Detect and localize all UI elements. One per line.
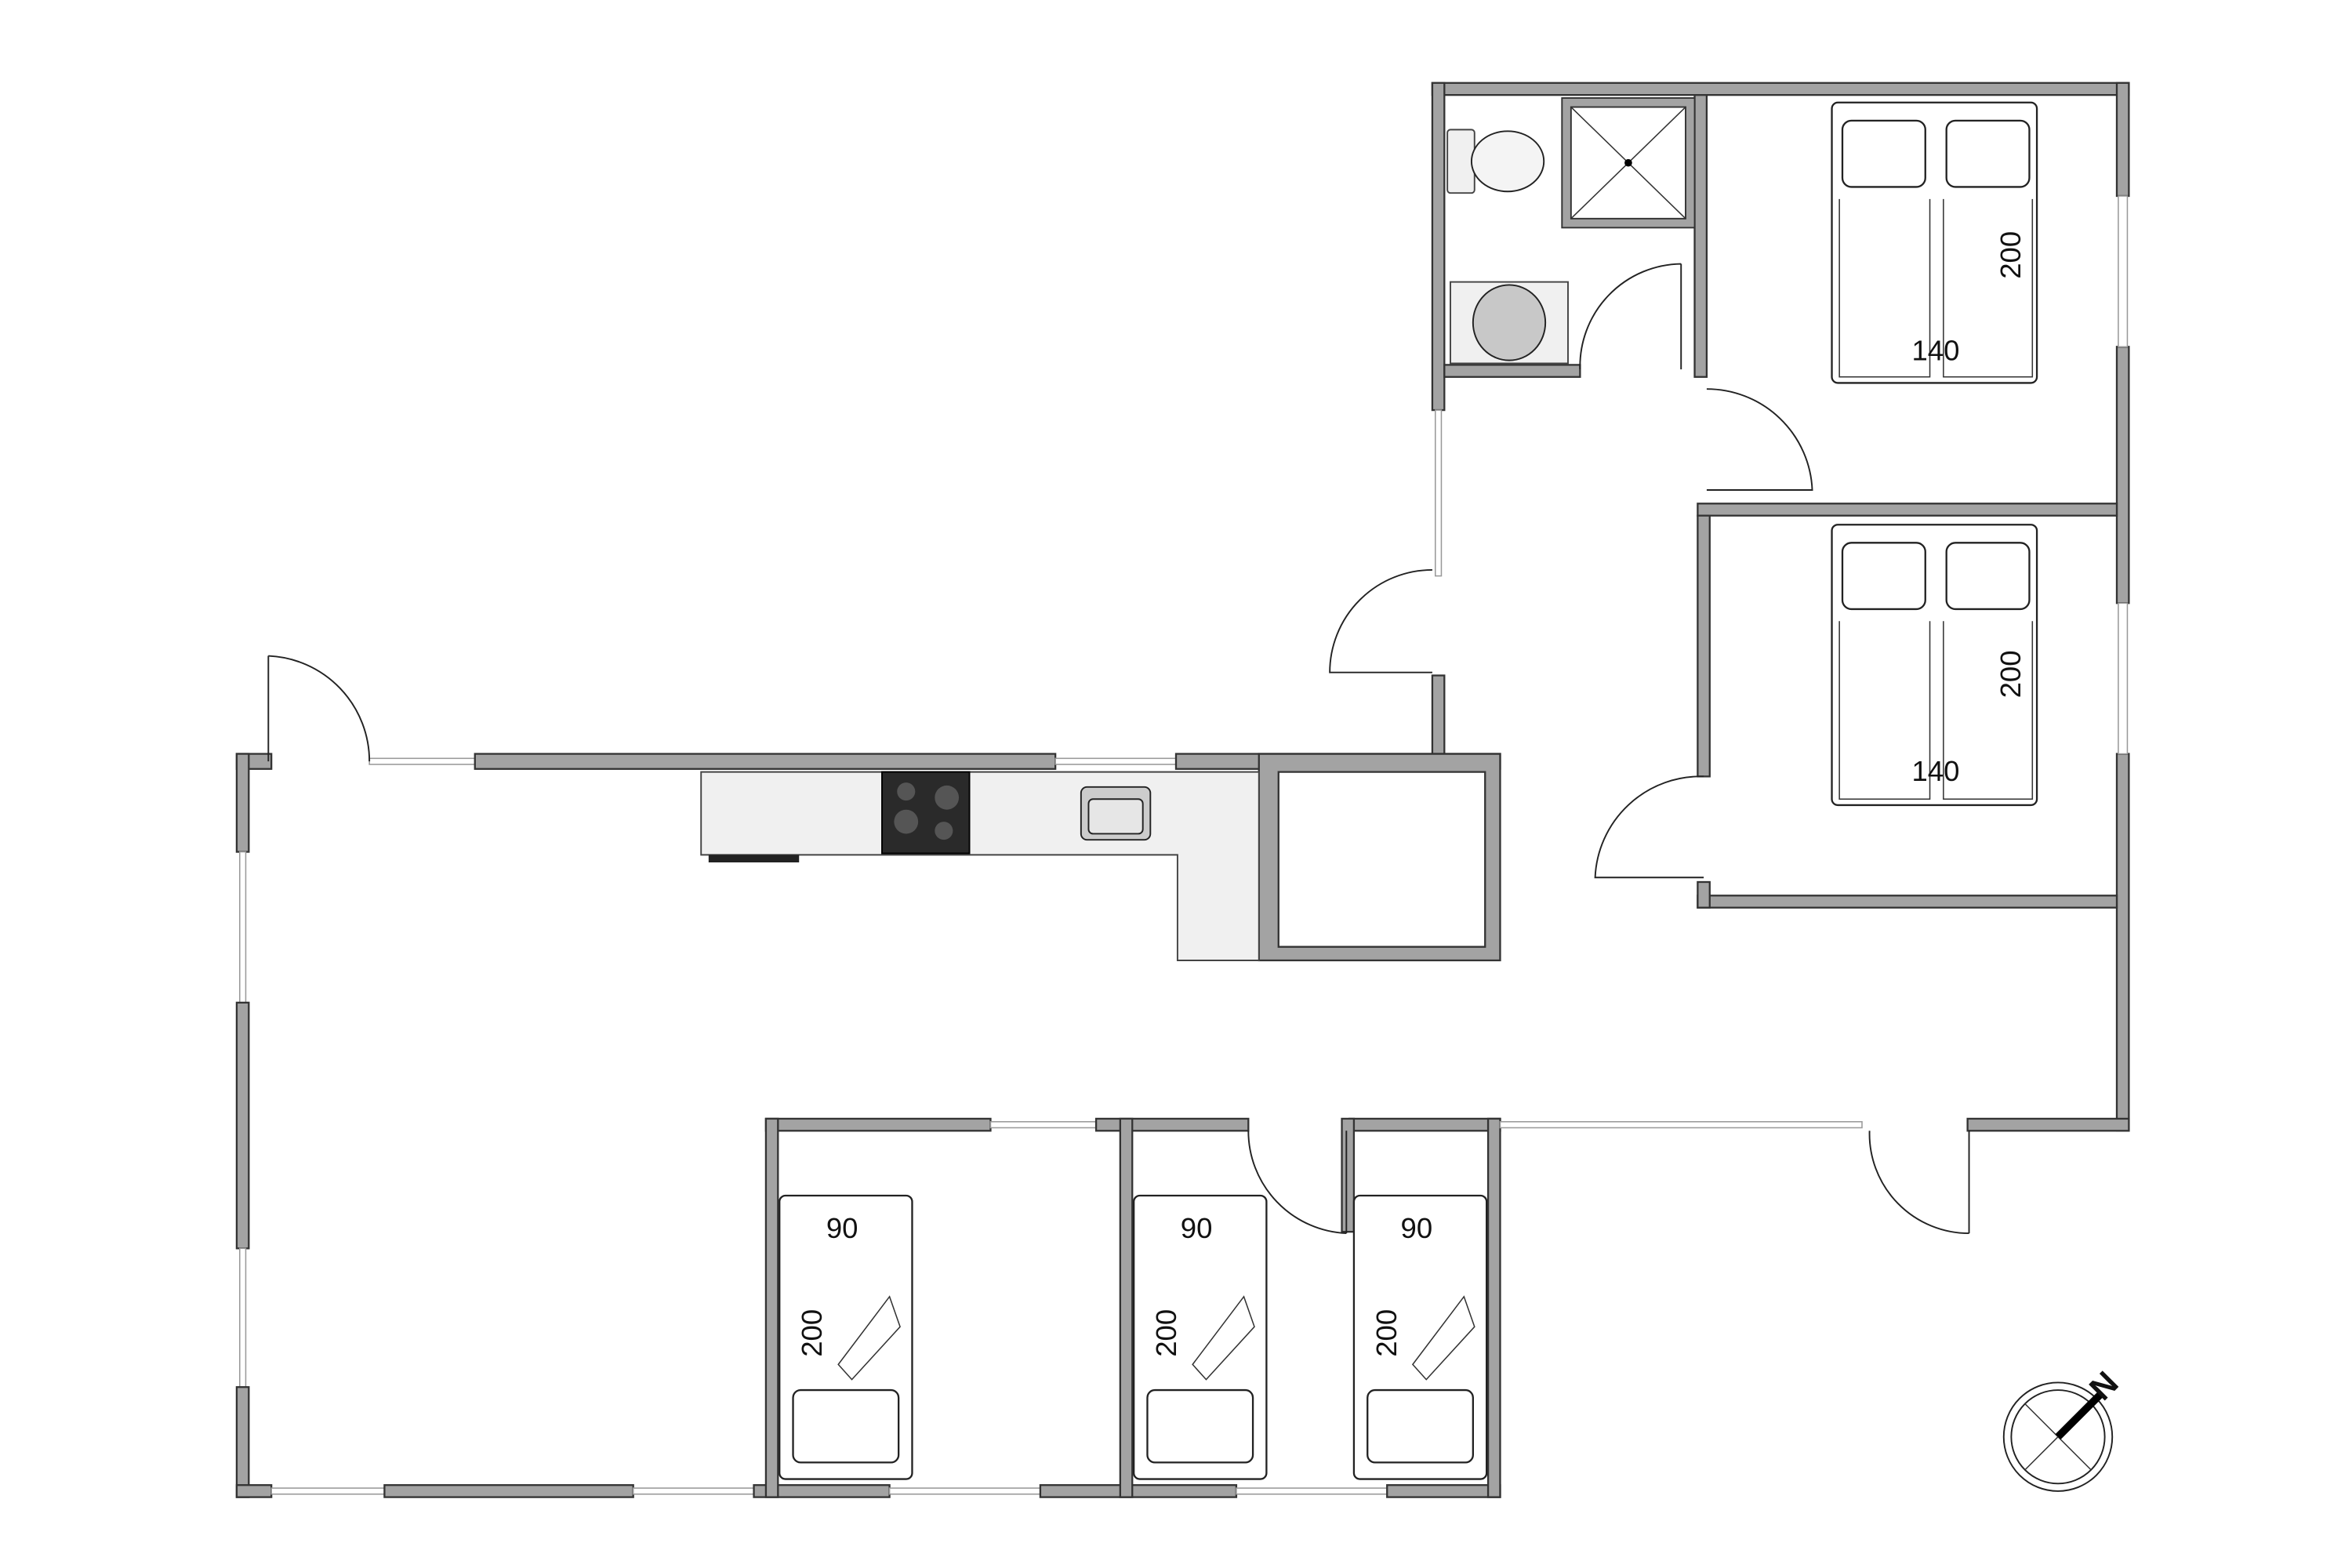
- window-top-1: [368, 757, 476, 765]
- bed-width-label: 90: [1401, 1212, 1433, 1244]
- window-bottom-4: [1236, 1487, 1388, 1495]
- bathroom: [1446, 97, 1696, 365]
- window-west-2: [239, 1247, 247, 1388]
- toilet-icon: [1470, 130, 1545, 193]
- window-bottom-3: [888, 1487, 1041, 1495]
- wall-bath-south: [1443, 364, 1581, 378]
- hob-ring: [894, 809, 919, 834]
- wall-rooms-top-b: [1094, 1117, 1250, 1132]
- window-hall: [1435, 409, 1443, 577]
- wall-room-3-west: [1341, 1117, 1356, 1233]
- door-hall: [1329, 568, 1432, 673]
- wall-bath-west: [1431, 82, 1446, 412]
- bed-length-label: 200: [796, 1309, 828, 1357]
- doors: [267, 263, 1970, 1235]
- door-side-entrance: [1868, 1131, 1970, 1235]
- window-bottom-1: [270, 1487, 386, 1495]
- wall-east-1: [2115, 82, 2130, 198]
- drain-icon: [1624, 158, 1632, 167]
- single-bed-3: 90 200: [1352, 1194, 1488, 1480]
- wall-rooms-top-a: [764, 1117, 992, 1132]
- door-entrance: [267, 655, 371, 762]
- window-inner-1: [989, 1121, 1097, 1129]
- double-bed-2: 140 200: [1831, 524, 2038, 807]
- wall-bath-east: [1693, 93, 1708, 378]
- sink-bowl: [1087, 798, 1144, 835]
- wall-west-a: [235, 753, 250, 853]
- hob-ring: [935, 785, 960, 810]
- window-east-1: [2118, 195, 2129, 348]
- toilet-cistern: [1446, 129, 1475, 194]
- wall-east-2: [2115, 346, 2130, 604]
- compass-icon: N: [2002, 1364, 2125, 1492]
- bed-width-label: 140: [1911, 335, 1959, 367]
- walls: [235, 82, 2130, 1498]
- wall-north-block: [1431, 82, 2130, 96]
- wall-west-b: [235, 1001, 250, 1250]
- wall-hall-west: [1431, 674, 1446, 768]
- wall-bedroom-divider: [1697, 503, 2118, 517]
- bed-width-label: 90: [826, 1212, 858, 1244]
- wall-bedroom2-west: [1697, 514, 1711, 778]
- bed-length-label: 200: [1370, 1309, 1403, 1357]
- utility-room-walls: [1258, 753, 1501, 962]
- window-bottom-2: [632, 1487, 755, 1495]
- wall-west-c: [235, 1386, 250, 1498]
- hob-ring: [897, 782, 916, 801]
- wall-room-3-east: [1486, 1117, 1501, 1498]
- wall-south-east: [1966, 1117, 2130, 1132]
- wall-bottom-b: [383, 1484, 634, 1498]
- washbasin-icon: [1472, 284, 1547, 361]
- window-south-corridor: [1499, 1121, 1863, 1129]
- wall-bottom-a: [235, 1484, 273, 1498]
- hob-ring: [935, 822, 953, 840]
- door-bedroom-3: [1247, 1131, 1348, 1235]
- wall-bottom-d: [1039, 1484, 1238, 1498]
- hob-icon: [881, 771, 971, 855]
- wall-bedroom2-west-b: [1697, 880, 1711, 909]
- wall-bottom-e: [1386, 1484, 1501, 1498]
- door-bedroom-2: [1594, 775, 1704, 879]
- single-bed-1: 90 200: [779, 1194, 913, 1480]
- single-bed-2: 90 200: [1133, 1194, 1268, 1480]
- kitchen: [700, 771, 1260, 961]
- bed-width-label: 140: [1911, 755, 1959, 787]
- door-bedroom-1: [1706, 388, 1813, 491]
- bed-width-label: 90: [1181, 1212, 1213, 1244]
- window-east-2: [2118, 602, 2129, 755]
- bed-length-label: 200: [1994, 650, 2027, 698]
- wall-bedroom2-south: [1697, 895, 2118, 909]
- window-west-1: [239, 851, 247, 1004]
- wall-room-1-west: [764, 1117, 779, 1498]
- wall-top-b: [474, 753, 1057, 770]
- wall-room-2-west: [1119, 1117, 1134, 1498]
- window-top-2: [1054, 757, 1177, 765]
- door-bathroom: [1579, 263, 1682, 370]
- wall-rooms-top-c: [1348, 1117, 1501, 1132]
- bed-length-label: 200: [1994, 231, 2027, 279]
- appliance: [708, 855, 800, 862]
- bed-length-label: 200: [1150, 1309, 1182, 1357]
- wall-east-3: [2115, 753, 2130, 1132]
- double-bed-1: 140 200: [1831, 101, 2038, 384]
- kitchen-counter: [700, 771, 1260, 961]
